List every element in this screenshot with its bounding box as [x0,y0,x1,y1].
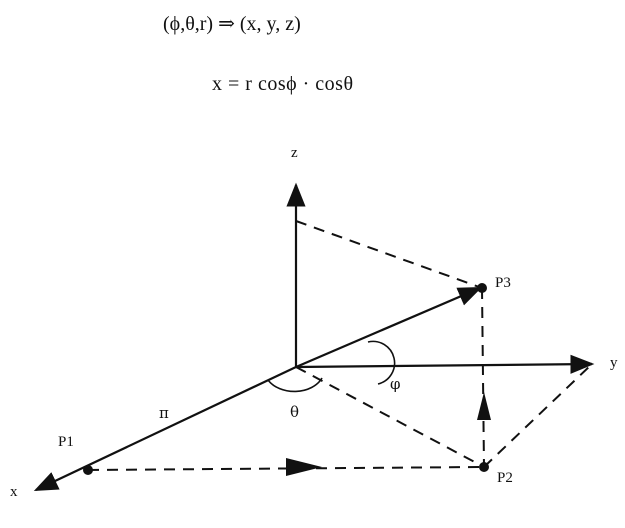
label-phi: φ [390,375,401,393]
label-theta: θ [290,403,299,421]
label-p1: P1 [58,434,74,450]
label-x: x [10,484,18,500]
dashed-origin-to-p2 [295,366,485,468]
arrow-p1-p2 [286,458,322,476]
label-z: z [291,145,298,161]
construction-lines [87,220,593,471]
point-p2 [479,462,489,472]
label-p2: P2 [497,470,513,486]
transform-formula: (ϕ,θ,r) ⇒ (x, y, z) [163,13,301,35]
point-p3 [477,283,487,293]
phi-arc [367,340,396,385]
dashed-z-to-p3 [295,220,483,289]
dashed-p2-to-y [483,363,593,468]
point-p1 [83,465,93,475]
x-axis [33,366,297,492]
label-y: y [610,355,618,371]
radius-vector [295,286,483,369]
dashed-p3-to-p2 [481,287,485,468]
x-equation: x = r cosϕ · cosθ [212,73,354,95]
label-p3: P3 [495,275,511,291]
label-radius: π [159,404,169,422]
y-axis [295,354,595,374]
theta-arc [267,377,323,393]
arrow-p2-p3 [477,392,491,420]
